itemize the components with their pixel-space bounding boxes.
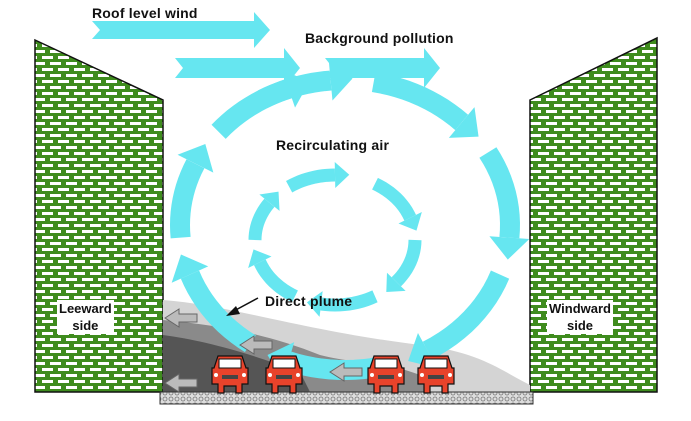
arrowhead [171, 254, 209, 283]
car-headlight [296, 373, 300, 377]
car-headlight [268, 373, 272, 377]
car [211, 355, 249, 394]
car-headlight [420, 373, 424, 377]
arrowhead [398, 212, 422, 231]
cars [211, 355, 455, 394]
plume-pointer-head [226, 306, 240, 316]
car-windshield [272, 358, 296, 369]
direct-plume-label: Direct plume [265, 293, 353, 309]
arrowhead [248, 249, 272, 268]
car-windshield [424, 358, 448, 369]
car-grille [428, 375, 444, 379]
arrowhead [177, 144, 214, 173]
recirculation-arrow [180, 270, 256, 353]
plume-arrow [329, 362, 363, 382]
arrowhead [259, 191, 280, 211]
plume-arrow [164, 373, 198, 393]
wind-arrow [325, 48, 440, 88]
windward-building [529, 36, 658, 393]
recirculation-arrow [371, 72, 469, 131]
car [367, 355, 405, 394]
wind-arrows [92, 12, 530, 381]
recirculation-arrow [391, 239, 422, 287]
car-grille [276, 375, 292, 379]
car-headlight [214, 373, 218, 377]
car-headlight [242, 373, 246, 377]
roof-wind-label: Roof level wind [92, 5, 198, 21]
recirculation-arrow [320, 290, 378, 312]
car-grille [222, 375, 238, 379]
car [265, 355, 303, 394]
recirculation-arrow [372, 177, 417, 221]
background-pollution-label: Background pollution [305, 30, 454, 46]
recirculation-arrow [286, 168, 336, 193]
road-surface [159, 391, 534, 405]
car-headlight [398, 373, 402, 377]
arrowhead [328, 60, 353, 101]
car-windshield [218, 358, 242, 369]
car [417, 355, 455, 394]
wind-arrow [175, 48, 300, 88]
recirculation-arrow [422, 270, 510, 360]
recirculation-arrow [479, 147, 520, 239]
recirculation-arrow [253, 259, 298, 303]
car-headlight [370, 373, 374, 377]
car-grille [378, 375, 394, 379]
leeward-label: Leeward side [57, 300, 114, 334]
plume-arrows [164, 308, 363, 393]
recirculation-arrow [248, 198, 275, 241]
windward-line1: Windward [549, 301, 611, 316]
recirculation-arrow [169, 159, 205, 239]
leeward-building [34, 38, 164, 393]
roof-wind-arrow [92, 12, 270, 48]
leeward-line1: Leeward [59, 301, 112, 316]
windward-line2: side [566, 318, 593, 333]
windward-label: Windward side [547, 300, 613, 334]
arrowhead [334, 162, 350, 188]
recirculating-air-label: Recirculating air [276, 137, 390, 153]
plume-arrow [239, 335, 273, 355]
arrowhead [306, 291, 323, 317]
leeward-line2: side [72, 318, 99, 333]
car-windshield [374, 358, 398, 369]
recirculation-arrow [258, 70, 332, 109]
arrowhead [386, 272, 406, 293]
arrowhead [448, 107, 479, 138]
car-headlight [448, 373, 452, 377]
plume-arrow [164, 308, 198, 328]
arrowhead [489, 236, 530, 260]
